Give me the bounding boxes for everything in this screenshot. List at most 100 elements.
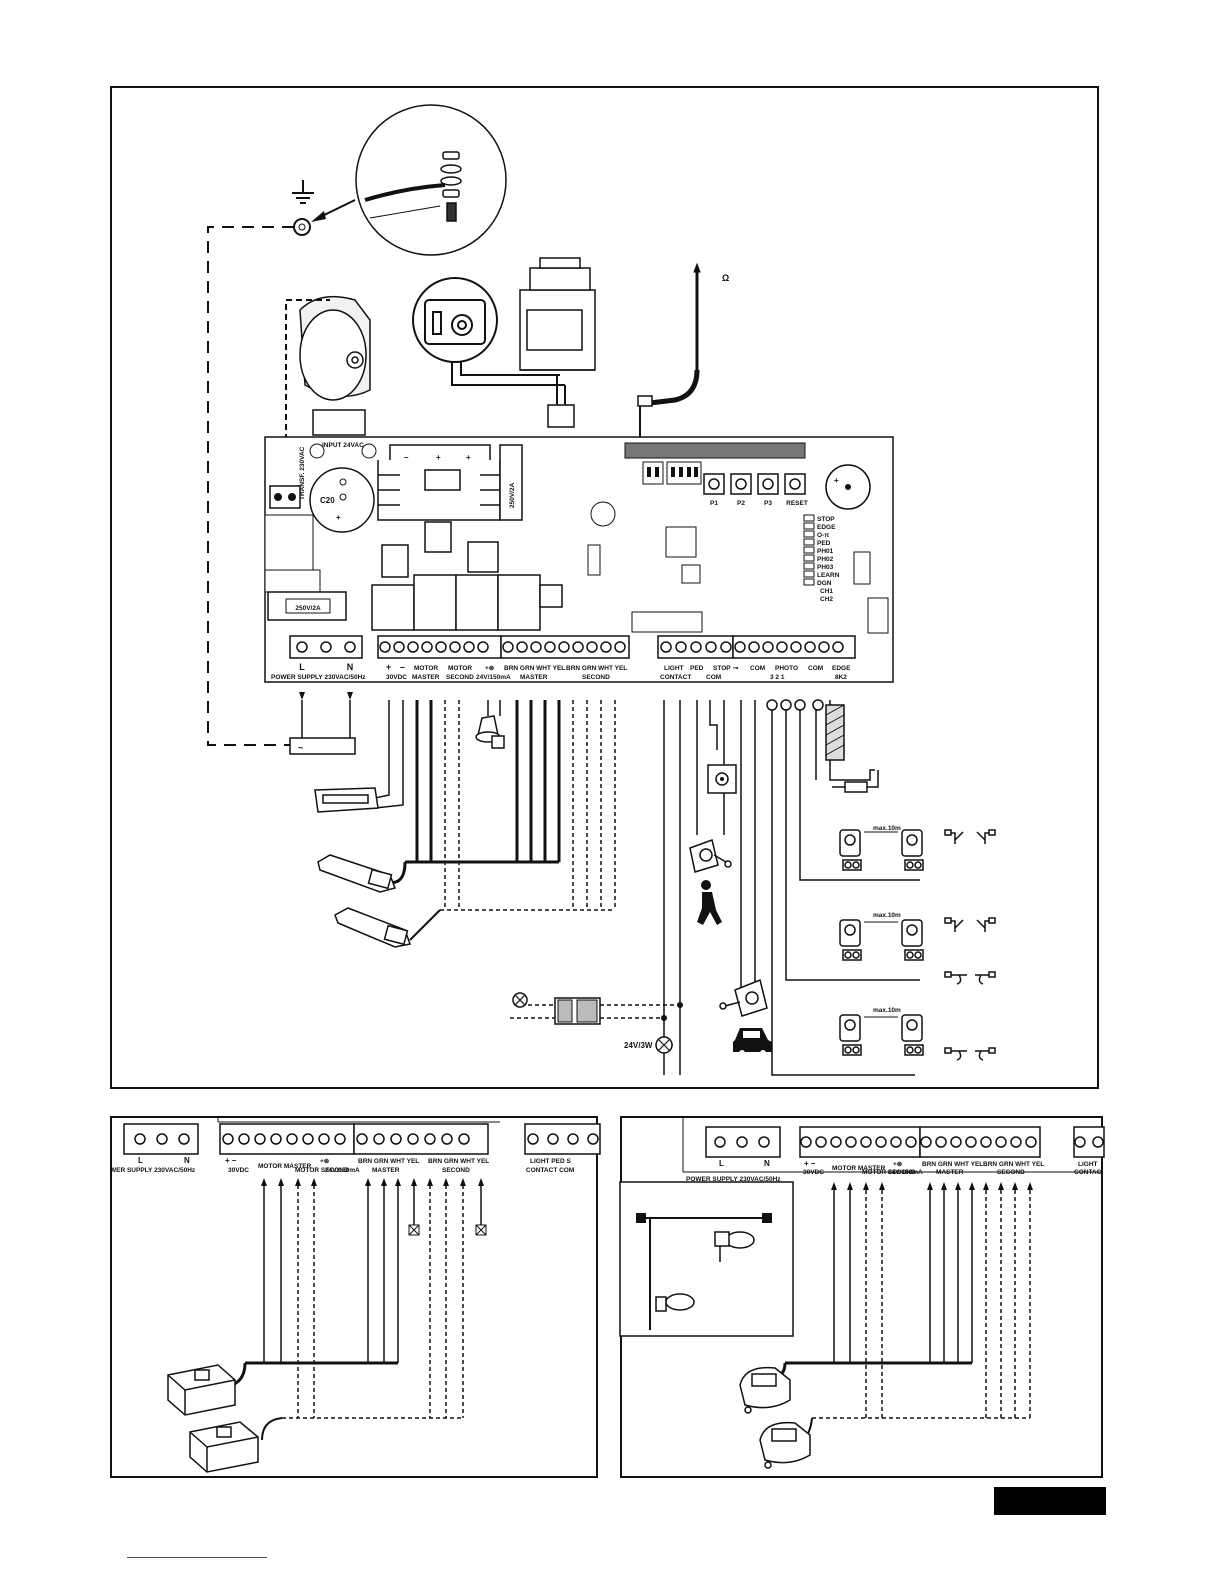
svg-text:COM: COM: [808, 665, 823, 672]
terminal-screw: [818, 641, 830, 653]
svg-text:3 2 1: 3 2 1: [770, 674, 785, 681]
terminal-screw: [734, 641, 746, 653]
lamp-power-label: 24V/150mA: [476, 674, 511, 681]
svg-text:EDGE: EDGE: [817, 524, 836, 531]
power-L-label: L: [299, 662, 305, 672]
svg-text:250V/2A: 250V/2A: [509, 482, 516, 508]
encoder-master-label: MASTER: [520, 674, 548, 681]
earth-detail-zoom-circle: [355, 104, 507, 256]
status-leds: [803, 514, 815, 586]
svg-text:COM: COM: [706, 674, 721, 681]
terminal-screw: [435, 641, 447, 653]
terminal-screw: [748, 641, 760, 653]
svg-text:+: +: [466, 453, 471, 462]
terminal-screw: [449, 641, 461, 653]
underground-motor-panel: [110, 1116, 598, 1478]
svg-text:PH02: PH02: [817, 556, 834, 563]
terminal-screw: [600, 641, 612, 653]
car-icon: [733, 1028, 772, 1056]
svg-text:COM: COM: [750, 665, 765, 672]
svg-text:DGN: DGN: [817, 580, 832, 587]
svg-text:LEARN: LEARN: [817, 572, 840, 579]
terminal-screw: [421, 641, 433, 653]
terminal-block-power: [289, 635, 363, 659]
key-switch-vehicle-icon: [719, 978, 768, 1017]
safety-edge-icon: [825, 704, 845, 761]
relay-module-icon: [519, 257, 596, 371]
svg-text:BRN GRN WHT YEL: BRN GRN WHT YEL: [566, 665, 627, 672]
svg-text:+⊗: +⊗: [485, 665, 495, 672]
terminal-screw: [614, 641, 626, 653]
terminal-screw: [660, 641, 672, 653]
terminal-screw: [675, 641, 687, 653]
svg-text:PH01: PH01: [817, 548, 834, 555]
electric-lock-icon: [412, 277, 498, 363]
key-switch-pedestrian-icon: [689, 839, 732, 873]
photocell-icon: [901, 919, 924, 961]
heatsink: [377, 444, 501, 521]
terminal-screw: [720, 641, 732, 653]
svg-text:CH1: CH1: [820, 588, 833, 595]
lock-connector: [547, 404, 575, 428]
svg-text:STOP: STOP: [713, 665, 731, 672]
terminal-screw: [572, 641, 584, 653]
terminal-screw: [544, 641, 556, 653]
terminal-screw: [477, 641, 489, 653]
photocell-pairs: [839, 829, 924, 1056]
max10m-label-2: max.10m: [873, 912, 901, 919]
button-p1-label: P1: [710, 500, 718, 507]
terminal-screw: [690, 641, 702, 653]
push-buttons: [703, 473, 806, 495]
svg-text:C20: C20: [320, 496, 335, 505]
svg-text:+: +: [336, 513, 341, 522]
terminal-screw: [407, 641, 419, 653]
nut-washer-stack-icon: [440, 151, 462, 222]
svg-text:PED: PED: [817, 540, 831, 547]
terminal-screw: [804, 641, 816, 653]
terminal-screw: [530, 641, 542, 653]
gate-close-symbol-icon: [944, 1047, 996, 1061]
terminal-screw: [558, 641, 570, 653]
svg-text:O-π: O-π: [817, 532, 829, 539]
antenna-icon: [637, 262, 701, 440]
light-contact-label: CONTACT: [660, 674, 691, 681]
dip-switch-1: [642, 461, 664, 485]
encoder-second-label: SECOND: [582, 674, 610, 681]
terminal-screw: [762, 641, 774, 653]
swing-motor-panel: [620, 1116, 1103, 1478]
photocell-icon: [901, 1014, 924, 1056]
dip-switch-2: [666, 461, 702, 485]
svg-text:–: –: [404, 453, 409, 462]
svg-text:–: –: [400, 662, 405, 672]
terminal-screw: [832, 641, 844, 653]
30vdc-label: 30VDC: [386, 674, 407, 681]
button-p2-label: P2: [737, 500, 745, 507]
svg-text:STOP: STOP: [817, 516, 835, 523]
gate-close-symbol-icon: [944, 971, 996, 985]
motor-second-cable: [440, 700, 616, 911]
terminal-screw: [776, 641, 788, 653]
relay-row: [371, 521, 563, 631]
svg-text:LIGHT: LIGHT: [664, 665, 684, 672]
max10m-label-3: max.10m: [873, 1007, 901, 1014]
button-reset-label: RESET: [786, 500, 808, 507]
input-24vac-label: INPUT 24VAC: [322, 442, 364, 449]
svg-text:⊸: ⊸: [733, 665, 739, 672]
svg-text:250V/2A: 250V/2A: [295, 605, 321, 612]
mains-supply-box: [289, 737, 356, 755]
fuse-top: [499, 444, 523, 521]
terminal-screw: [705, 641, 717, 653]
photocell-icon: [901, 829, 924, 871]
lamp-24v3w-label: 24V/3W: [624, 1041, 653, 1050]
edge-8k2-label: 8K2: [835, 674, 847, 681]
svg-text:+: +: [386, 662, 391, 672]
earth-arrow-icon: [311, 211, 326, 222]
power-supply-label: POWER SUPPLY 230VAC/50Hz: [271, 674, 366, 681]
earth-ground-icon: [292, 180, 314, 204]
button-p3-label: P3: [764, 500, 772, 507]
photocell-icon: [839, 1014, 862, 1056]
svg-text:PED: PED: [690, 665, 704, 672]
svg-text:BRN GRN WHT YEL: BRN GRN WHT YEL: [504, 665, 565, 672]
gate-open-symbol-icon: [944, 917, 996, 932]
gate-open-symbol-icon: [944, 829, 996, 844]
